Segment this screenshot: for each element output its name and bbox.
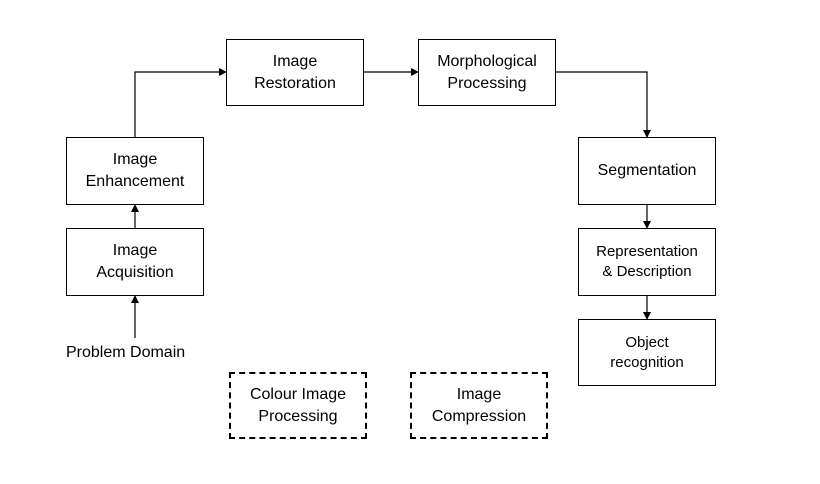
- node-image-compression-label: Image Compression: [431, 385, 527, 425]
- node-morphological-processing-label: Morphological Processing: [437, 52, 537, 92]
- node-representation-description: Representation & Description: [578, 228, 716, 296]
- node-image-acquisition-label: Image Acquisition: [96, 242, 174, 281]
- node-image-enhancement-label: Image Enhancement: [85, 151, 185, 190]
- node-colour-image-processing: Colour Image Processing: [229, 372, 367, 439]
- node-image-compression: Image Compression: [410, 372, 548, 439]
- node-colour-image-processing-label: Colour Image Processing: [249, 385, 347, 425]
- node-image-restoration-label: Image Restoration: [254, 52, 336, 92]
- node-segmentation: Segmentation: [578, 137, 716, 205]
- edge-morphological-to-segmentation: [556, 71, 651, 138]
- node-image-enhancement: Image Enhancement: [66, 137, 204, 205]
- node-segmentation-label: Segmentation: [597, 162, 697, 179]
- node-image-acquisition: Image Acquisition: [66, 228, 204, 296]
- edge-enhancement-to-restoration: [134, 68, 227, 137]
- problem-domain-label: Problem Domain: [66, 344, 186, 361]
- node-representation-description-label: Representation & Description: [596, 243, 698, 280]
- node-object-recognition-label: Object recognition: [610, 333, 684, 371]
- node-image-restoration: Image Restoration: [226, 39, 364, 106]
- node-object-recognition: Object recognition: [578, 319, 716, 386]
- node-morphological-processing: Morphological Processing: [418, 39, 556, 106]
